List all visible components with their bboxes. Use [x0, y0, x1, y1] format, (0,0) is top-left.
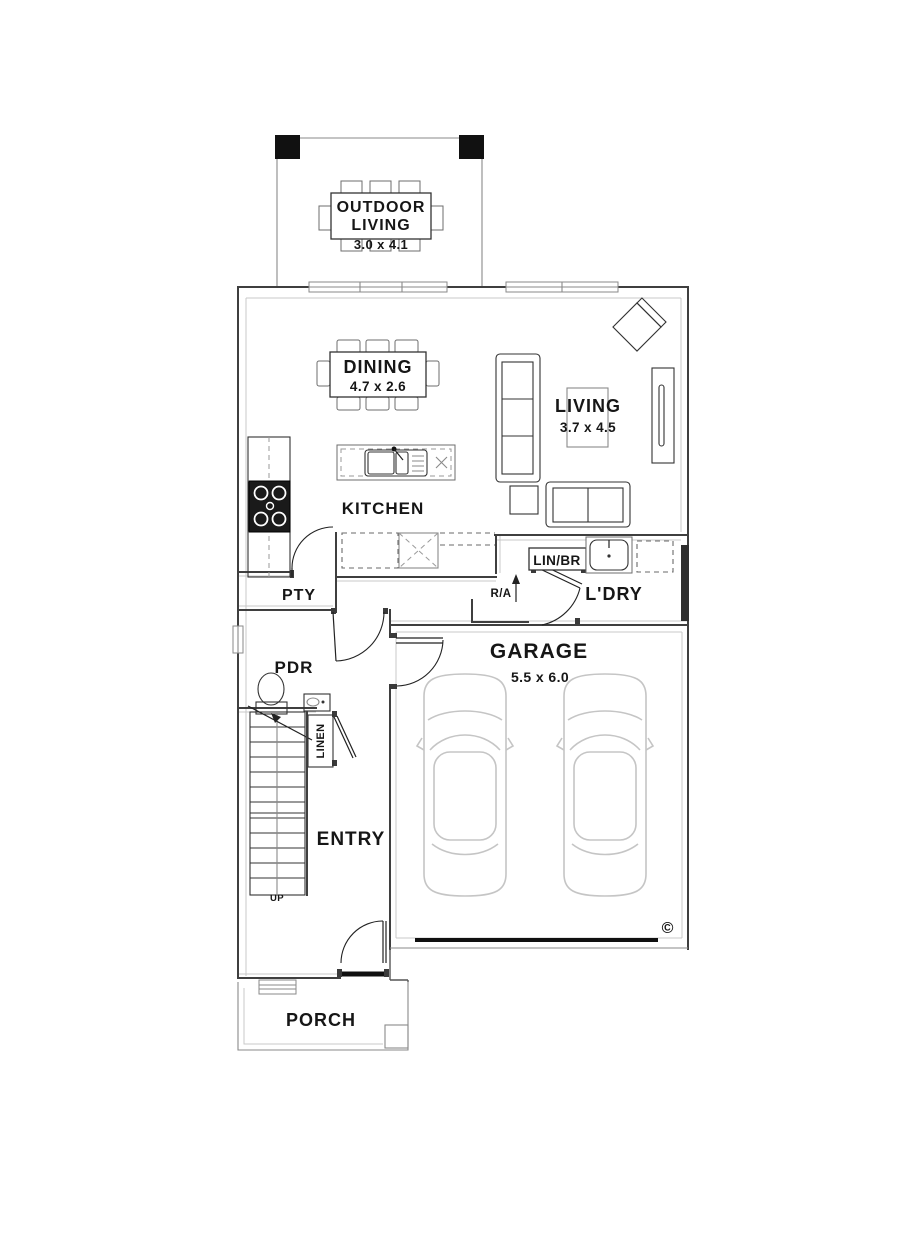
window-icon [505, 281, 619, 293]
car-icon [555, 673, 655, 897]
side-table-icon [509, 485, 539, 515]
front-door-icon [340, 920, 387, 964]
window-icon [258, 979, 297, 995]
stairs [247, 705, 334, 896]
living-dims: 3.7 x 4.5 [560, 420, 616, 435]
outdoor-living-label: OUTDOOR [337, 199, 426, 216]
labels: OUTDOOR LIVING 3.0 x 4.1 DINING 4.7 x 2.… [270, 199, 675, 1030]
return-air-label: R/A [490, 588, 511, 600]
wall-porch-side [389, 949, 409, 982]
living-label: LIVING [555, 396, 621, 416]
linen-door-icon [333, 715, 357, 759]
sink-icon [364, 446, 428, 477]
room-laundry [512, 536, 674, 602]
linen-broom-label: LIN/BR [533, 553, 580, 568]
stairs-break-line [247, 705, 313, 741]
linen-label: LINEN [315, 724, 327, 759]
basin-icon [303, 693, 331, 712]
stairs-arrow-icon [271, 713, 281, 723]
room-kitchen [247, 436, 495, 578]
outdoor-living-dims: 3.0 x 4.1 [354, 237, 408, 252]
room-garage [415, 673, 655, 897]
laundry-door-icon [537, 563, 583, 626]
washer-space-icon [636, 540, 674, 573]
dining-label: DINING [344, 357, 413, 377]
dining-dims: 4.7 x 2.6 [350, 379, 406, 394]
linen-closet-icon [307, 714, 334, 768]
window-icon [308, 281, 448, 293]
powder-door-icon [332, 611, 385, 662]
porch-pier-icon [384, 1024, 409, 1049]
window-icon [232, 625, 244, 654]
island-bench-icon [336, 444, 456, 481]
wall-hall-nib [471, 599, 529, 623]
outdoor-table-icon [318, 180, 444, 252]
laundry-label: L'DRY [585, 584, 643, 604]
stairs-up-label: UP [270, 893, 284, 904]
copyright-icon: © [662, 920, 675, 937]
porch-outline [237, 982, 409, 1051]
room-powder [255, 672, 331, 715]
room-dining [316, 339, 440, 411]
outdoor-living-outline [276, 137, 483, 287]
car-icon [415, 673, 515, 897]
laundry-tub-icon [585, 536, 633, 574]
laundry-external-door-icon [681, 545, 689, 621]
outdoor-living-label2: LIVING [351, 217, 410, 234]
return-air-arrow-icon [512, 574, 520, 602]
pantry-label: PTY [282, 587, 316, 604]
entry-label: ENTRY [317, 829, 386, 850]
cooktop-icon [248, 480, 291, 533]
room-living [495, 297, 675, 528]
armchair-icon [612, 297, 667, 352]
kitchen-bench-icon [341, 532, 495, 569]
room-porch [237, 982, 409, 1051]
kitchen-label: KITCHEN [342, 499, 425, 518]
post-icon [459, 135, 484, 159]
post-icon [275, 135, 300, 159]
coffee-table-icon [566, 387, 609, 448]
porch-label: PORCH [286, 1010, 356, 1030]
tv-unit-icon [651, 367, 675, 464]
sofa-icon [495, 353, 541, 483]
powder-label: PDR [275, 658, 314, 677]
garage-label: GARAGE [490, 640, 588, 663]
windows [232, 281, 689, 995]
pantry-door-icon [291, 526, 334, 577]
room-outdoor-living [275, 135, 484, 287]
garage-dims: 5.5 x 6.0 [511, 669, 569, 685]
loveseat-icon [545, 481, 631, 528]
garage-internal-door-icon [396, 637, 444, 687]
door-swings [291, 526, 583, 964]
dining-table-icon [316, 339, 440, 411]
